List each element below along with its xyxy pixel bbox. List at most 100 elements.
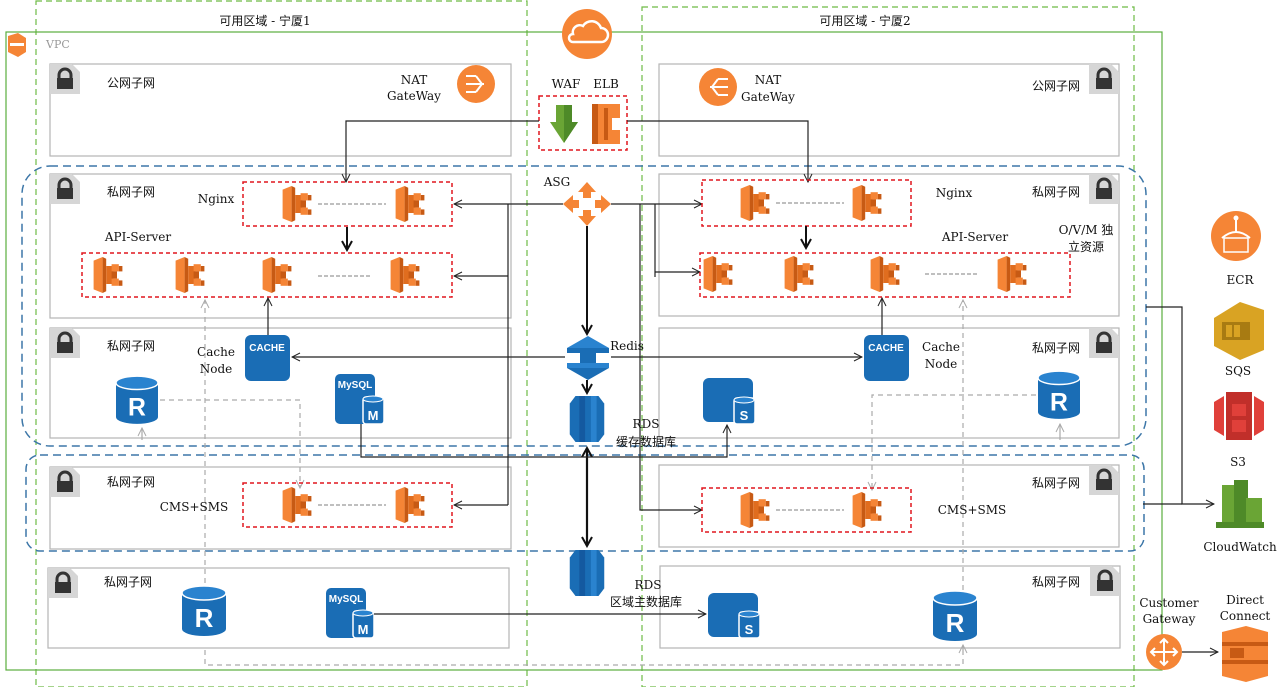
cms-sms-label-left: CMS+SMS xyxy=(160,500,228,514)
cache-icon-text: CACHE xyxy=(249,343,285,354)
subnet-label: 私网子网 xyxy=(1032,341,1080,355)
m-badge: M xyxy=(358,622,369,637)
cache-node-label: Node xyxy=(925,357,958,371)
mysql-icon-text: MySQL xyxy=(329,594,363,605)
asg-to-cms-right-line xyxy=(639,204,702,510)
nginx-label-right: Nginx xyxy=(936,186,973,200)
customer-gateway-label: Customer xyxy=(1139,596,1199,610)
cache-node-label: Cache xyxy=(197,345,235,359)
elasticache-node-right: CACHE xyxy=(864,335,909,381)
lock-icon xyxy=(48,568,78,598)
lock-icon xyxy=(1090,566,1120,596)
vpc-icon xyxy=(8,33,26,57)
asg-icon xyxy=(563,182,611,226)
cms-sms-label-right: CMS+SMS xyxy=(938,503,1006,517)
lock-icon xyxy=(1089,174,1119,204)
redis-label: Redis xyxy=(610,339,644,353)
nginx-label-left: Nginx xyxy=(198,192,235,206)
direct-connect-icon xyxy=(1222,626,1268,682)
subnet-label: 公网子网 xyxy=(107,76,155,90)
mysql-icon-text: MySQL xyxy=(338,380,372,391)
rds-read-replica-icon xyxy=(933,590,977,642)
customer-gateway-label: Gateway xyxy=(1143,612,1196,626)
s-badge: S xyxy=(740,408,749,423)
subnet-label: 公网子网 xyxy=(1032,79,1080,93)
cloudwatch-icon xyxy=(1216,480,1264,528)
m-badge: M xyxy=(368,408,379,423)
waf-label: WAF xyxy=(552,77,581,91)
waf-elb-group xyxy=(538,95,628,151)
lock-icon xyxy=(1089,465,1119,495)
sqs-icon xyxy=(1214,302,1264,360)
nat-gateway-right: NAT GateWay xyxy=(699,68,795,106)
mysql-standby-icon-lower: S xyxy=(708,593,761,639)
mysql-standby-icon-upper: S xyxy=(703,378,756,425)
vpc-to-cloudwatch-line xyxy=(1146,306,1214,504)
subnet-label: 私网子网 xyxy=(1032,575,1080,589)
cache-icon-text: CACHE xyxy=(868,343,904,354)
direct-connect-label: Direct xyxy=(1226,593,1264,607)
subnet-public-right: 公网子网 xyxy=(658,63,1120,157)
nat-gateway-icon xyxy=(457,65,495,103)
read-replica-link-right xyxy=(872,394,1036,490)
elasticache-node-left: CACHE xyxy=(245,335,290,381)
subnet-label: 私网子网 xyxy=(107,339,155,353)
subnet-private-app-left: 私网子网 xyxy=(49,173,512,319)
nat-gateway-left: NAT GateWay xyxy=(387,65,495,103)
subnet-label: 私网子网 xyxy=(1032,185,1080,199)
subnet-label: 私网子网 xyxy=(1032,476,1080,490)
rds-label: RDS xyxy=(635,578,662,592)
elb-icon xyxy=(592,104,620,144)
vpc-label: VPC xyxy=(45,38,70,51)
lock-icon xyxy=(1089,64,1119,94)
db-link-bottom-loop xyxy=(204,650,964,666)
customer-gateway-icon xyxy=(1146,634,1182,670)
api-server-label-right: API-Server xyxy=(941,230,1008,244)
elb-label: ELB xyxy=(593,77,619,91)
nat-label: NAT xyxy=(755,73,782,87)
nat-gateway-icon xyxy=(699,68,737,106)
lock-icon xyxy=(50,328,80,358)
rds-cache-db-label: 缓存数据库 xyxy=(616,434,676,449)
lock-icon xyxy=(50,467,80,497)
ovm-label: 立资源 xyxy=(1068,239,1104,254)
subnet-label: 私网子网 xyxy=(107,475,155,489)
internet-cloud-icon xyxy=(562,9,612,59)
nat-label: NAT xyxy=(401,73,428,87)
asg-label: ASG xyxy=(543,175,570,189)
elb-to-nginx-left-line xyxy=(346,120,539,182)
rds-cache-db-icon xyxy=(569,396,605,442)
subnet-private-cms-left: 私网子网 xyxy=(49,466,512,550)
cache-node-label: Node xyxy=(200,362,233,376)
nginx-cluster-left xyxy=(242,181,453,227)
az2-zone xyxy=(641,6,1135,687)
subnet-private-cms-right: 私网子网 xyxy=(658,464,1120,548)
s3-label: S3 xyxy=(1230,455,1246,469)
az1-zone xyxy=(35,0,528,687)
subnet-private-db-left: 私网子网 xyxy=(47,567,510,649)
rds-read-replica-icon xyxy=(116,375,158,425)
nat-label: GateWay xyxy=(387,89,441,103)
rds-region-master-label: 区域主数据库 xyxy=(610,594,682,609)
az2-title: 可用区域 - 宁厦2 xyxy=(819,13,910,28)
subnet-private-app-right: 私网子网 xyxy=(658,173,1120,317)
subnet-public-left: 公网子网 xyxy=(49,63,512,157)
mysql-master-icon-upper: MySQL M xyxy=(335,374,385,425)
mysql-master-icon-lower: MySQL M xyxy=(326,588,375,639)
cloudwatch-label: CloudWatch xyxy=(1203,540,1277,554)
read-replica-link-left xyxy=(160,399,300,488)
subnet-label: 私网子网 xyxy=(107,185,155,199)
nat-label: GateWay xyxy=(741,90,795,104)
rds-label: RDS xyxy=(633,417,660,431)
cms-sms-cluster-right xyxy=(701,487,912,533)
mysql-upper-replication-line xyxy=(360,424,727,458)
direct-connect-label: Connect xyxy=(1220,609,1271,623)
rds-read-replica-icon xyxy=(182,585,226,637)
az1-title: 可用区域 - 宁厦1 xyxy=(219,13,310,28)
cms-sms-cluster-left xyxy=(242,482,453,528)
rds-read-replica-icon xyxy=(1038,370,1080,420)
ecr-label: ECR xyxy=(1227,273,1255,287)
api-server-label-left: API-Server xyxy=(104,230,171,244)
lock-icon xyxy=(50,174,80,204)
